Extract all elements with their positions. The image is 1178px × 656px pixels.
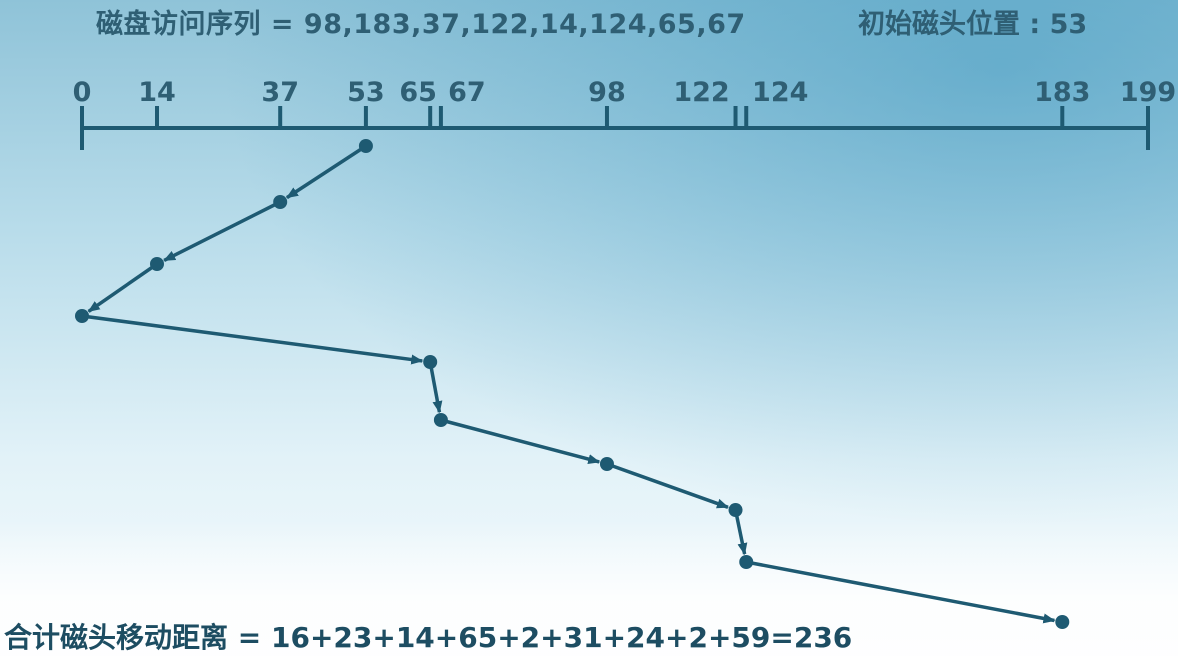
head-position-point: [728, 503, 743, 517]
movement-segment: [285, 144, 367, 200]
head-position-point: [739, 555, 754, 569]
total-label: 合计磁头移动距离: [4, 621, 229, 654]
tick-label: 183: [1034, 77, 1090, 108]
movement-segment: [733, 509, 748, 556]
tick-label: 14: [138, 77, 176, 108]
head-position-point: [599, 457, 614, 471]
movement-segment: [87, 262, 158, 313]
head-position-point: [358, 139, 373, 153]
sequence-label: 磁盘访问序列: [96, 9, 261, 40]
total-formula: = 16+23+14+65+2+31+24+2+59=236: [237, 621, 853, 654]
access-sequence-title: 磁盘访问序列 = 98,183,37,122,14,124,65,67: [96, 2, 746, 41]
tick-label: 37: [261, 77, 299, 108]
initial-head-position: 初始磁头位置 : 53: [858, 2, 1087, 41]
tick-label: 199: [1120, 77, 1176, 108]
movement-segment: [745, 560, 1056, 624]
head-position-point: [423, 355, 438, 369]
movement-segment: [81, 314, 424, 365]
movement-segment: [163, 200, 281, 262]
head-position-point: [433, 413, 448, 427]
head-position-point: [273, 195, 288, 209]
tick-label: 98: [588, 77, 626, 108]
tick-label: 122: [673, 77, 729, 108]
head-position-point: [149, 257, 164, 271]
total-distance: 合计磁头移动距离 = 16+23+14+65+2+31+24+2+59=236: [4, 616, 852, 656]
sequence-value: = 98,183,37,122,14,124,65,67: [270, 9, 746, 40]
tick-label: 67: [448, 77, 486, 108]
tick-label: 124: [752, 77, 808, 108]
initial-value: : 53: [1029, 9, 1088, 40]
movement-segment: [606, 462, 729, 509]
movement-segment: [428, 361, 443, 414]
movement-segment: [440, 418, 601, 464]
initial-label: 初始磁头位置: [858, 9, 1020, 40]
head-position-point: [75, 309, 89, 323]
tick-label: 53: [347, 77, 385, 108]
head-movement-path: [75, 139, 1070, 629]
tick-label: 65: [399, 77, 437, 108]
cylinder-axis: 0 14 37 53 65 67 98 122 124 183 199: [73, 77, 1176, 150]
tick-label: 0: [73, 77, 92, 108]
head-position-point: [1055, 615, 1070, 629]
